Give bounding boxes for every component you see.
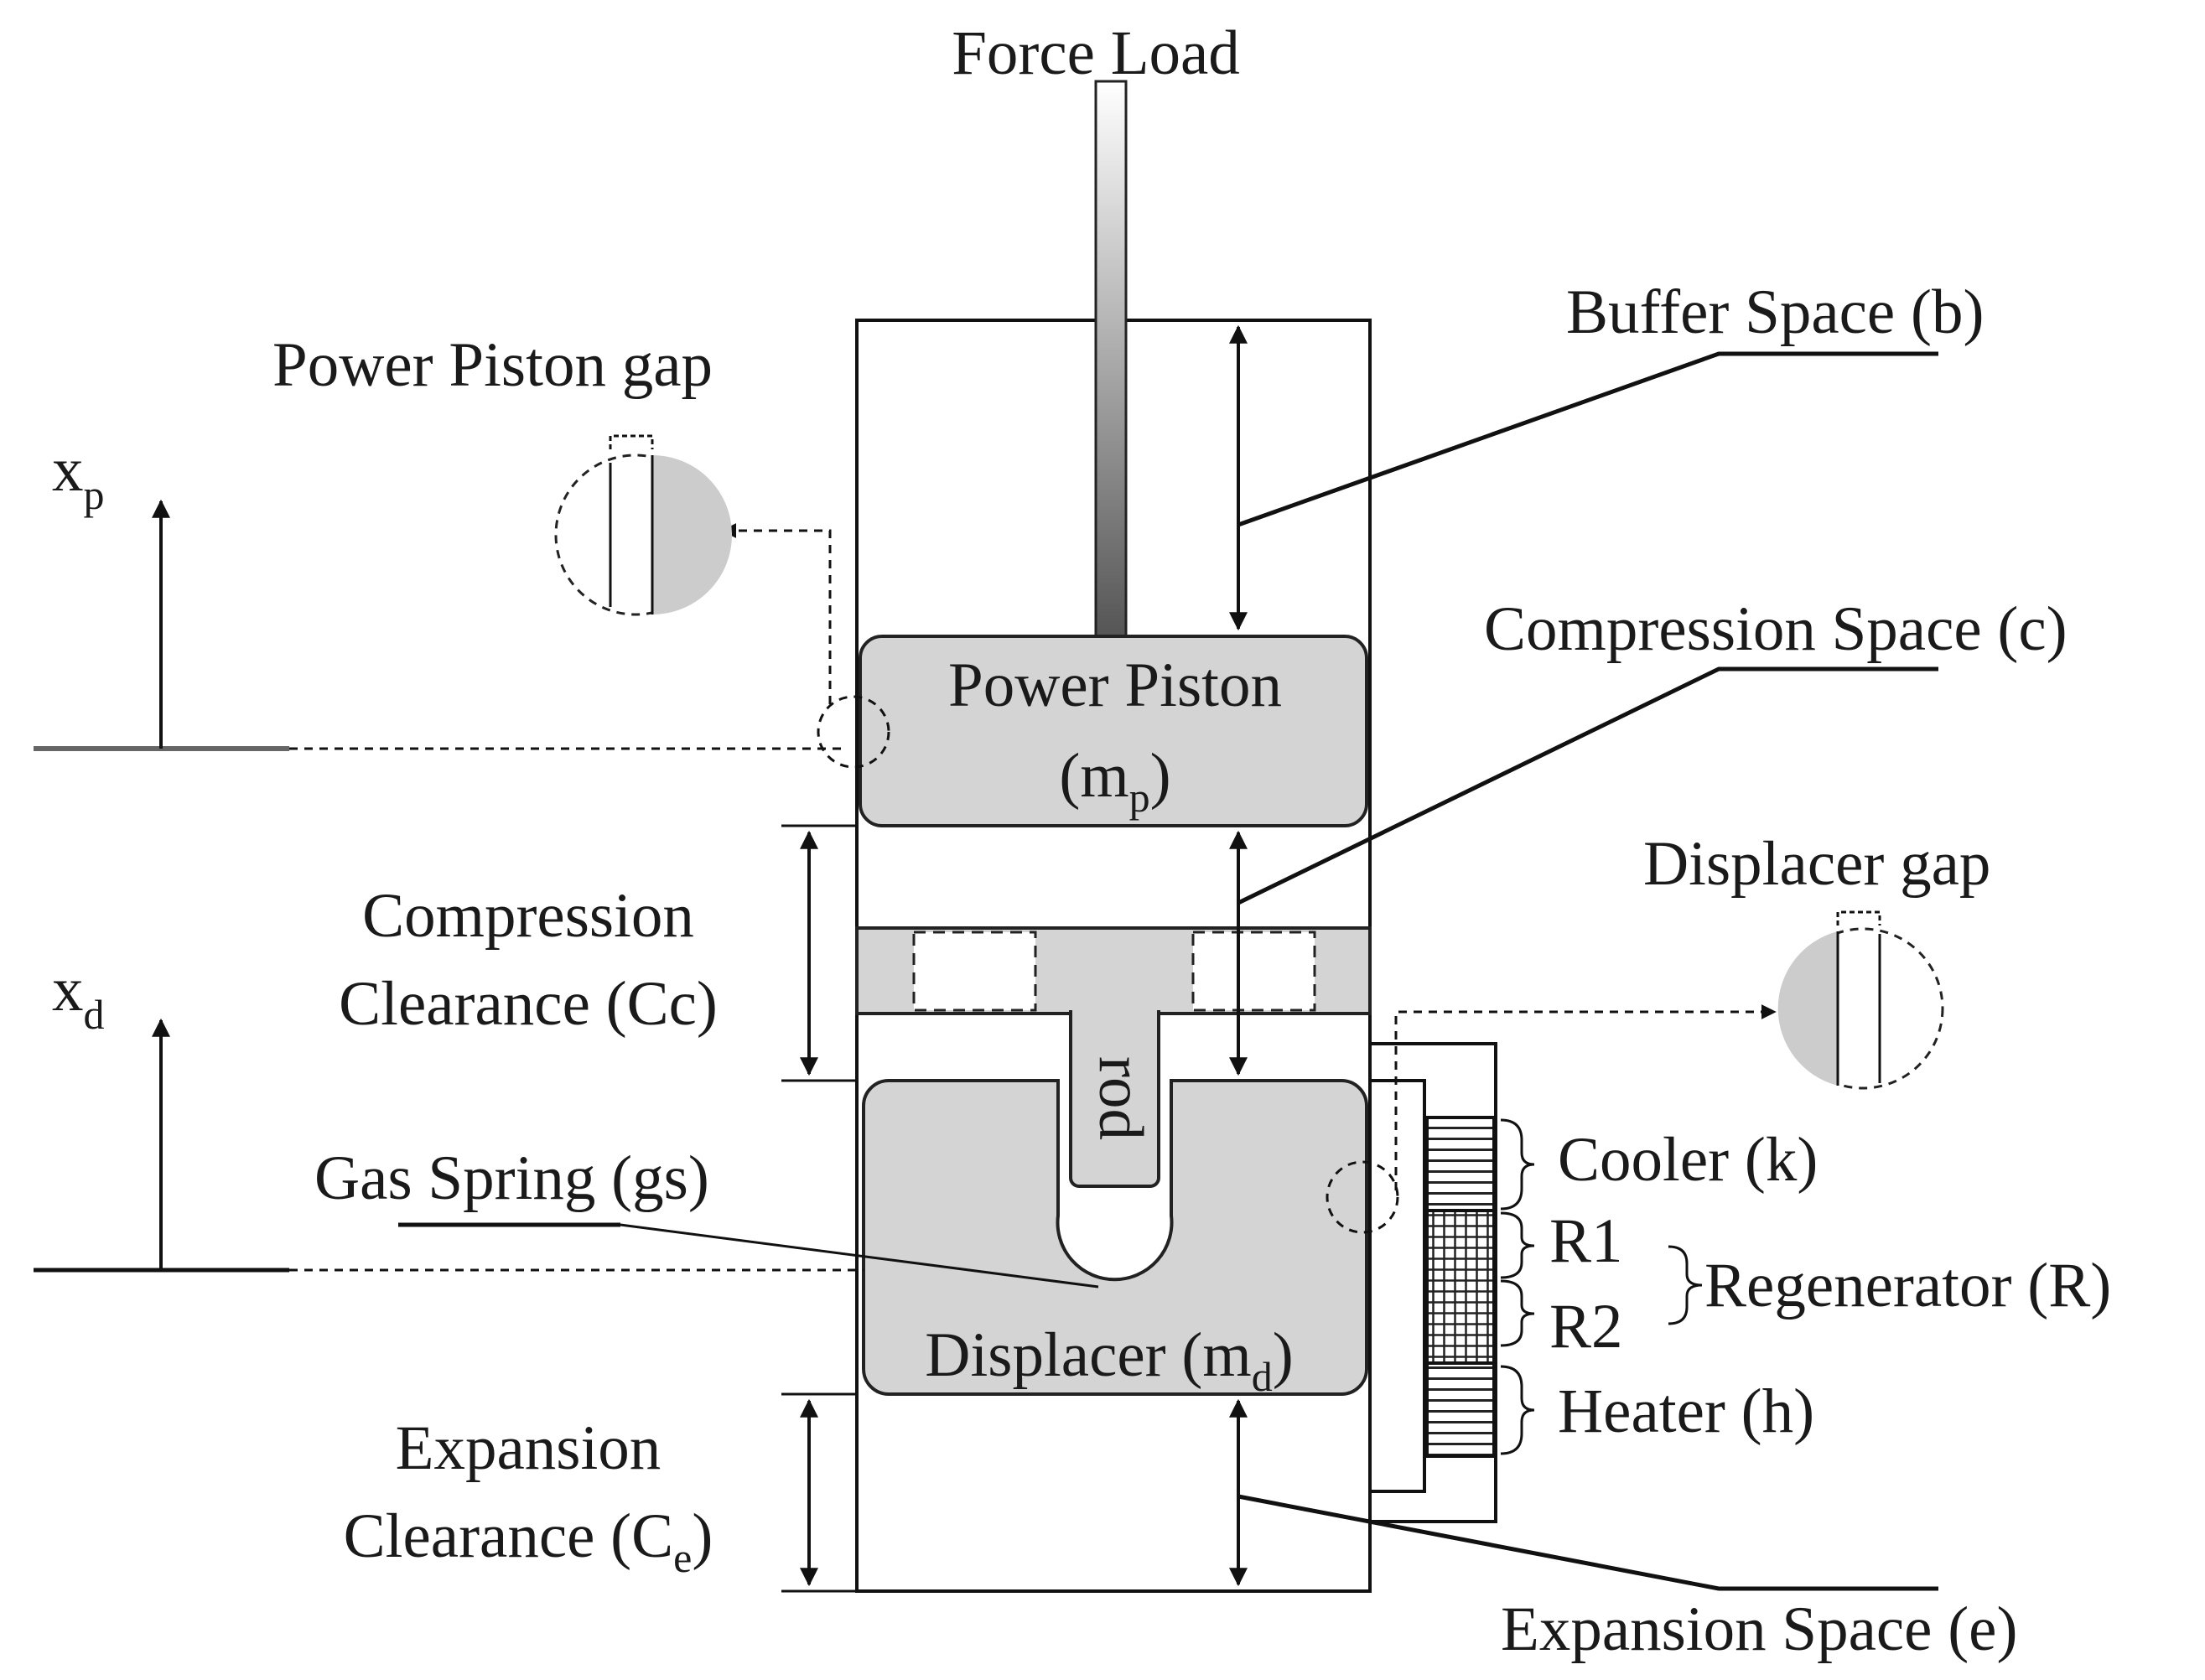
expansion-clearance-label-2: Clearance (Ce) [344,1501,713,1581]
regenerator-block [1425,1209,1496,1365]
expansion-space-leader [1237,1494,1938,1591]
power-piston-mass-label: (mp) [1059,741,1170,821]
rod-label: rod [1086,1056,1155,1140]
expansion-space-label: Expansion Space (e) [1501,1594,2017,1664]
gas-spring-label: Gas Spring (gs) [314,1143,709,1213]
buffer-space-label: Buffer Space (b) [1566,277,1984,347]
heater-block [1425,1361,1496,1458]
compression-clearance-label-1: Compression [362,881,694,951]
r1-label: R1 [1549,1206,1623,1276]
r2-label: R2 [1549,1292,1623,1361]
displacer-body [862,1079,1368,1396]
power-piston [859,635,1368,827]
compression-space-label: Compression Space (c) [1484,594,2068,664]
plate-window-right [1191,931,1316,1012]
xd-label: xd [52,955,105,1038]
cooler-label: Cooler (k) [1558,1125,1818,1195]
xp-label: xp [52,435,105,518]
displacer-gap-label: Displacer gap [1643,829,1990,899]
cooler-brace [1500,1118,1535,1211]
cooler-block [1425,1116,1496,1212]
power-piston-gap-pointer [721,523,832,704]
r1-brace [1500,1211,1535,1279]
compression-clearance-label-2: Clearance (Cc) [339,969,718,1039]
force-load-rod [1094,80,1128,638]
power-piston-gap-marker [817,695,890,769]
displacer-label: Displacer (md) [925,1320,1293,1400]
force-load-label: Force Load [952,18,1240,88]
plate-window-left [912,931,1037,1012]
power-piston-label: Power Piston [948,651,1282,720]
expansion-clearance-label-1: Expansion [396,1413,662,1483]
power-piston-gap-label: Power Piston gap [272,330,713,400]
gas-spring-leader [620,1223,1099,1289]
regenerator-label: Regenerator (R) [1704,1251,2111,1320]
buffer-space-leader [1237,351,1938,527]
heater-brace [1500,1365,1535,1455]
regenerator-brace [1668,1245,1703,1325]
compression-space-leader [1237,666,1938,905]
r2-brace [1500,1279,1535,1347]
displacer-gap-marker [1326,1160,1399,1234]
heater-label: Heater (h) [1558,1377,1814,1446]
